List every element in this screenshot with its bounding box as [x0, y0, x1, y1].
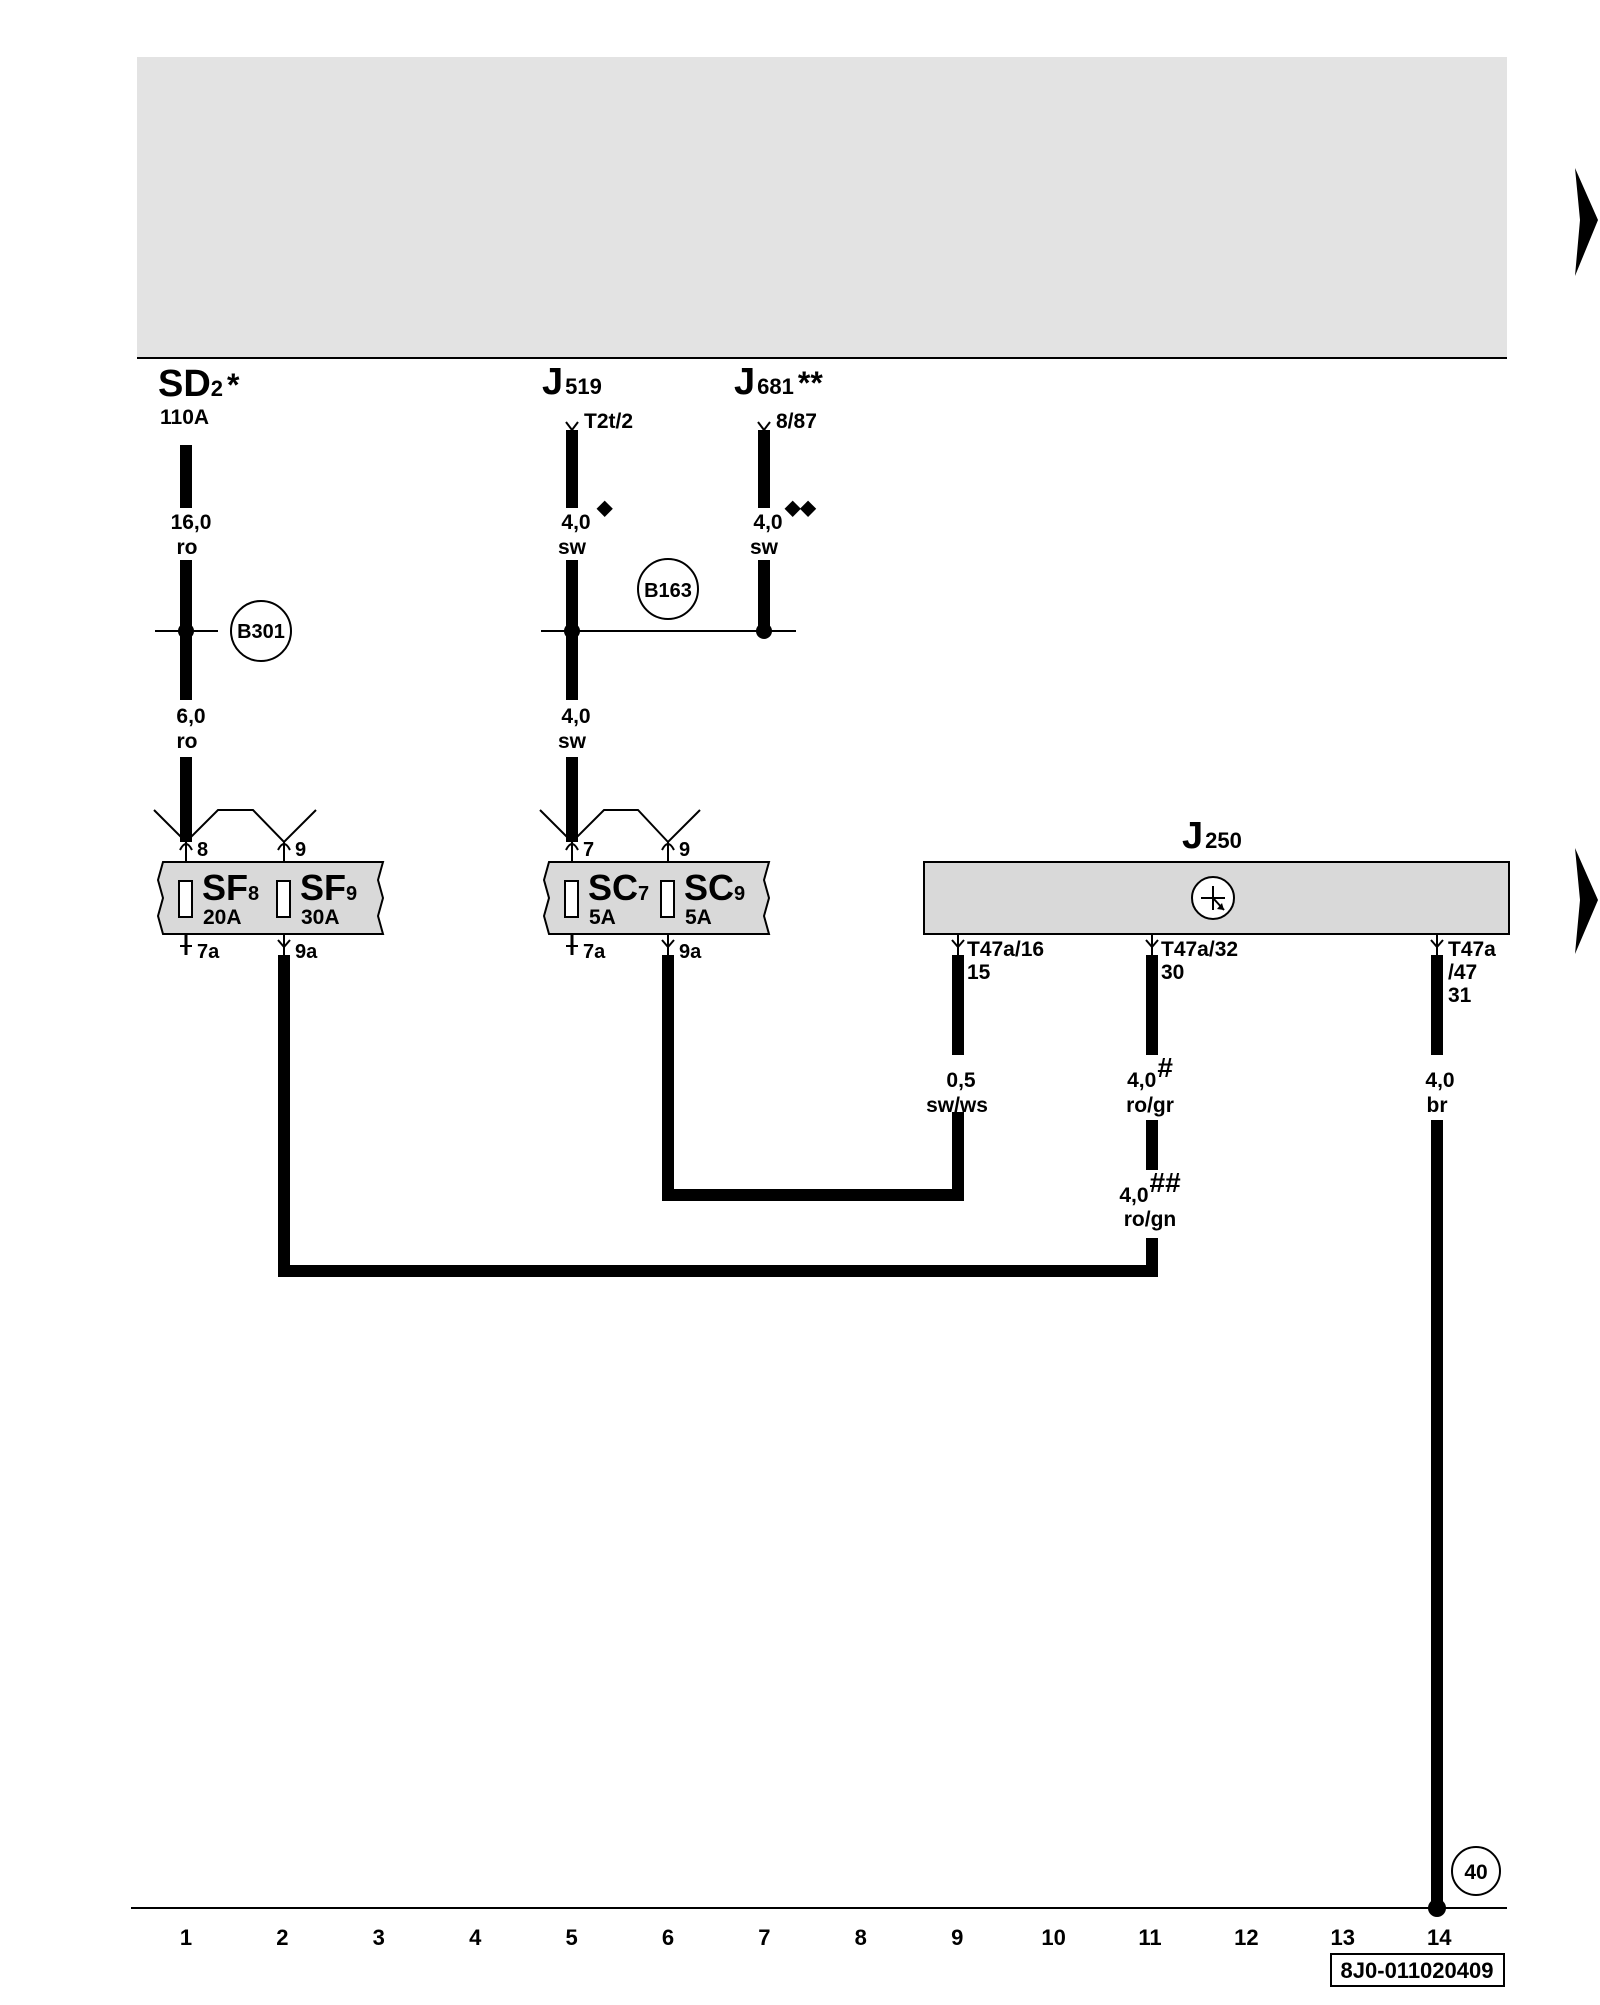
transistor-icon: [1191, 876, 1235, 920]
terminal-label: 31: [1448, 984, 1472, 1007]
fuse-sf8-rating: 20A: [203, 906, 242, 929]
pin-label: T47a/16: [967, 938, 1044, 961]
track-number: 7: [758, 1925, 770, 1950]
fuse-icon: [564, 880, 579, 918]
track-number: 10: [1041, 1925, 1065, 1950]
wire: [278, 955, 1158, 1277]
ground-point-label: 40: [1464, 1861, 1487, 1884]
fuse-sc7-label: SC7: [588, 867, 649, 908]
pin-label: /47: [1448, 961, 1477, 984]
pin-label: 8: [197, 839, 208, 861]
fuse-icon: [276, 880, 291, 918]
track-number: 9: [951, 1925, 963, 1950]
fuse-block-sf: [156, 861, 385, 935]
doc-id: 8J0-011020409: [1341, 1958, 1494, 1983]
pin-label: 9a: [679, 941, 702, 963]
fuse-sc9-label: SC9: [684, 867, 745, 908]
pin-label: T2t/2: [584, 410, 633, 433]
fuse-sc9-rating: 5A: [685, 906, 712, 929]
wire-color: sw: [558, 536, 587, 559]
wire-color: br: [1427, 1094, 1448, 1117]
pin-label: 9: [679, 839, 690, 861]
j681-label: J681**: [734, 361, 823, 403]
track-number: 8: [855, 1925, 867, 1950]
relay-plate-area: [137, 57, 1507, 358]
diamond-icon: ◆: [596, 497, 613, 519]
splice-node: [564, 623, 580, 639]
track-number: 2: [276, 1925, 288, 1950]
sd-label: SD2*: [158, 363, 240, 405]
track-number: 14: [1427, 1925, 1452, 1950]
wire-color: ro: [177, 730, 198, 753]
wire-size: 0,5: [946, 1069, 976, 1092]
wire-color: ro/gn: [1124, 1208, 1177, 1231]
pin-label: 9a: [295, 941, 318, 963]
wire-color: ro: [177, 536, 198, 559]
wire-color: sw: [750, 536, 779, 559]
splice-b301-marker: [230, 600, 292, 662]
wire-size: 6,0: [176, 705, 205, 728]
fuse-sf9-rating: 30A: [301, 906, 340, 929]
ground-point-marker: [1451, 1846, 1501, 1896]
doc-id-box: [1330, 1953, 1505, 1987]
wire-color: ro/gr: [1126, 1094, 1174, 1117]
j250-label: J250: [1182, 815, 1242, 857]
track-number: 5: [565, 1925, 577, 1950]
wire-size: 4,0#: [1127, 1052, 1173, 1092]
wire-color: sw: [558, 730, 587, 753]
track-number: 13: [1331, 1925, 1355, 1950]
splice-b163-label: B163: [644, 580, 692, 602]
wire-color: sw/ws: [926, 1094, 988, 1117]
pin-label: T47a/32: [1161, 938, 1238, 961]
connector-bridge: [539, 809, 701, 844]
wire-size: 4,0: [753, 511, 782, 534]
fuse-sf8-label: SF8: [202, 867, 259, 908]
pin-label: 9: [295, 839, 306, 861]
fuse-icon: [660, 880, 675, 918]
wire: [662, 955, 964, 1201]
wire-size: 4,0: [561, 705, 590, 728]
splice-node: [178, 623, 194, 639]
pin-label: 7a: [583, 941, 606, 963]
track-number: 3: [373, 1925, 385, 1950]
splice-node: [756, 623, 772, 639]
pin-label: T47a: [1448, 938, 1496, 961]
pin-label: 8/87: [776, 410, 817, 433]
fuse-sc7-rating: 5A: [589, 906, 616, 929]
j519-label: J519: [542, 361, 602, 403]
terminal-label: 30: [1161, 961, 1184, 984]
track-number: 11: [1138, 1925, 1161, 1950]
wire-size: 4,0: [561, 511, 590, 534]
fuse-icon: [178, 880, 193, 918]
wire-size: 4,0##: [1119, 1167, 1181, 1207]
continuation-arrow-icon: [1575, 848, 1598, 954]
wire-size: 16,0: [171, 511, 212, 534]
track-number: 6: [662, 1925, 674, 1950]
track-number: 12: [1234, 1925, 1258, 1950]
fuse-sf9-label: SF9: [300, 867, 357, 908]
continuation-arrow-icon: [1575, 168, 1598, 276]
sd-rating: 110A: [160, 406, 209, 429]
fuse-block-sc: [542, 861, 771, 935]
track-number: 1: [180, 1925, 192, 1950]
pin-label: 7: [583, 839, 594, 861]
terminal-label: 15: [967, 961, 991, 984]
splice-b301-label: B301: [237, 621, 285, 643]
connector-bridge: [153, 809, 317, 844]
track-number: 4: [469, 1925, 482, 1950]
diamond-icon: ◆◆: [784, 497, 816, 519]
splice-b163-marker: [637, 558, 699, 620]
wire-size: 4,0: [1425, 1069, 1454, 1092]
pin-label: 7a: [197, 941, 220, 963]
